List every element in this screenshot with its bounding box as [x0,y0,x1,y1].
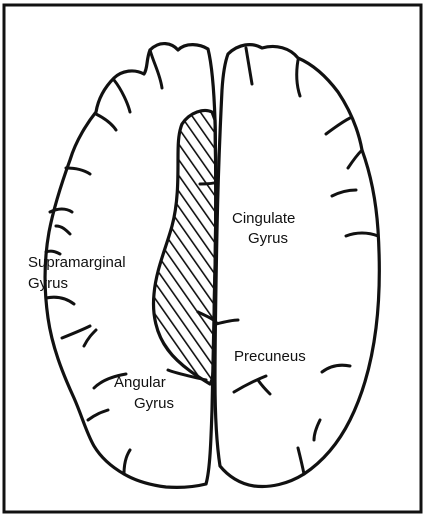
right-hemisphere-outline [215,45,379,487]
right-hemisphere-sulci [234,48,378,474]
label-angular-line1: Angular [114,374,166,391]
hatched-lesion-region [154,111,216,385]
label-angular-line2: Gyrus [134,395,174,412]
label-cingulate-line1: Cingulate [232,210,295,227]
label-supramarginal-line2: Gyrus [28,275,68,292]
label-supramarginal-line1: Supramarginal [28,254,126,271]
label-cingulate-line2: Gyrus [248,230,288,247]
label-precuneus: Precuneus [234,348,306,365]
